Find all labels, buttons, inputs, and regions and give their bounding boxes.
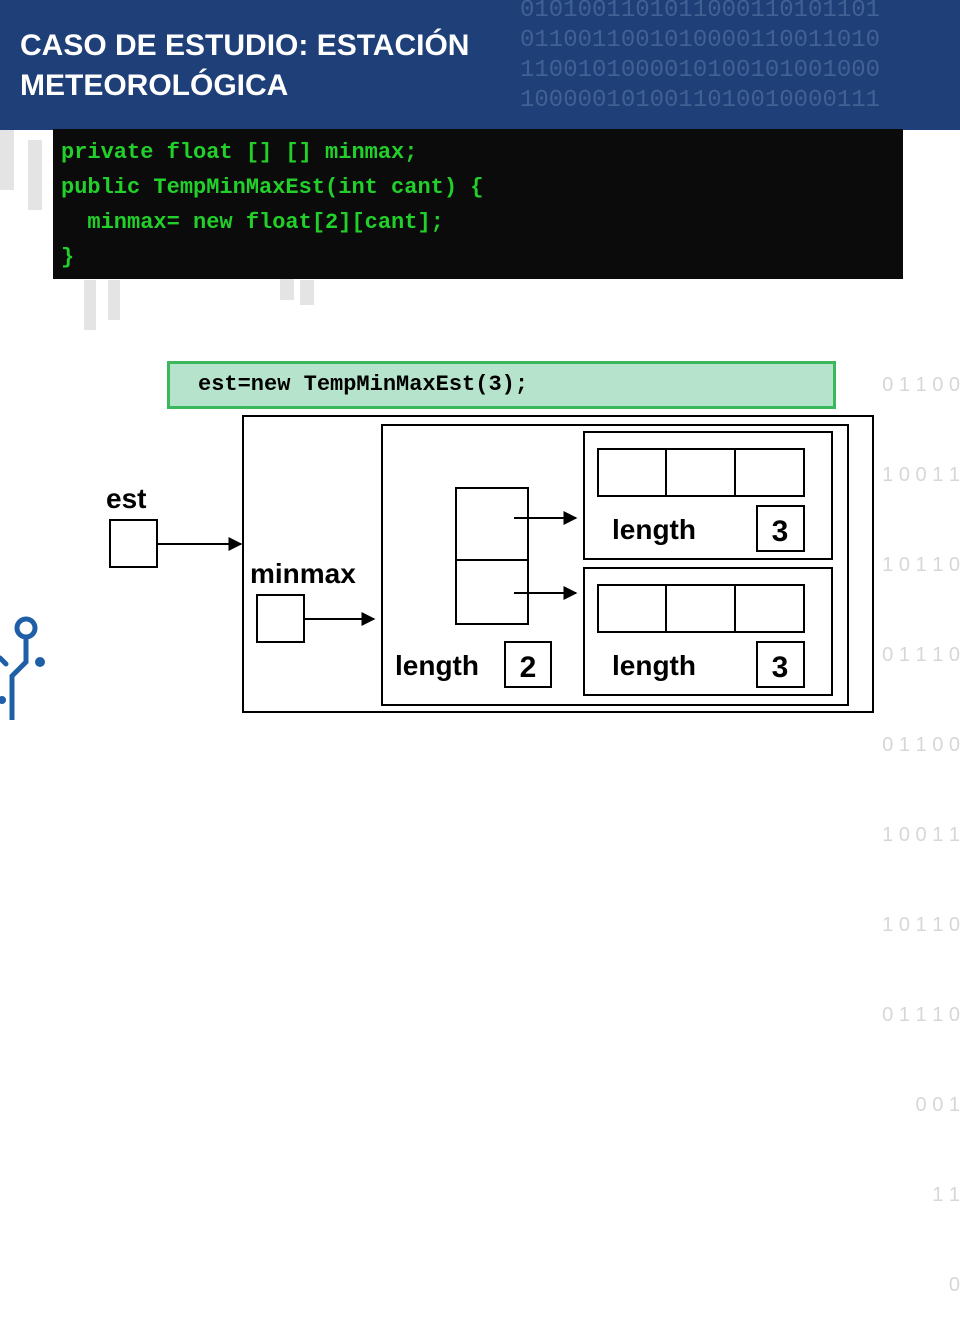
slide-title-line1: CASO DE ESTUDIO: ESTACIÓN <box>20 29 470 62</box>
minmax-variable-box <box>256 594 305 643</box>
header-binary-decoration: 0101001101011000110101101 01100110010100… <box>520 0 881 114</box>
outer-length-label: length <box>395 650 479 681</box>
inner-array-frame-1 <box>583 431 833 560</box>
row2-cell-0 <box>597 584 667 633</box>
row1-length-value: 3 <box>772 515 789 548</box>
object-frame <box>242 415 874 713</box>
row2-cell-1 <box>665 584 736 633</box>
code-line: } <box>61 245 75 270</box>
row1-length-box <box>756 505 805 552</box>
inner-array-frame-2 <box>583 567 833 696</box>
outer-length-box <box>504 641 552 688</box>
minmax-label: minmax <box>250 558 356 589</box>
row1-cell-0 <box>597 448 667 497</box>
memory-diagram: est minmax length 2 length 3 length 3 <box>106 415 874 713</box>
row2-cell-2 <box>734 584 805 633</box>
code-line: private float [] [] minmax; <box>61 140 418 165</box>
slide-title-line2: METEOROLÓGICA <box>20 69 289 102</box>
slide-header: 0101001101011000110101101 01100110010100… <box>0 0 960 130</box>
code-line: minmax= new float[2][cant]; <box>61 210 444 235</box>
outer-array-frame <box>381 424 849 706</box>
circuit-logo-icon <box>0 616 45 720</box>
constructor-call-callout: est=new TempMinMaxEst(3); <box>167 361 836 409</box>
row1-cell-1 <box>665 448 736 497</box>
est-variable-box <box>109 519 158 568</box>
row2-length-label: length <box>612 650 696 681</box>
outer-length-value: 2 <box>520 651 537 684</box>
row2-length-box <box>756 641 805 688</box>
slide-title: CASO DE ESTUDIO: ESTACIÓN METEOROLÓGICA <box>20 26 640 106</box>
row2-length-value: 3 <box>772 651 789 684</box>
row1-cell-2 <box>734 448 805 497</box>
row1-length-label: length <box>612 514 696 545</box>
est-label: est <box>106 483 146 514</box>
outer-array-cell-0 <box>455 487 529 561</box>
code-block: private float [] [] minmax; public TempM… <box>53 129 903 279</box>
code-line: public TempMinMaxEst(int cant) { <box>61 175 484 200</box>
